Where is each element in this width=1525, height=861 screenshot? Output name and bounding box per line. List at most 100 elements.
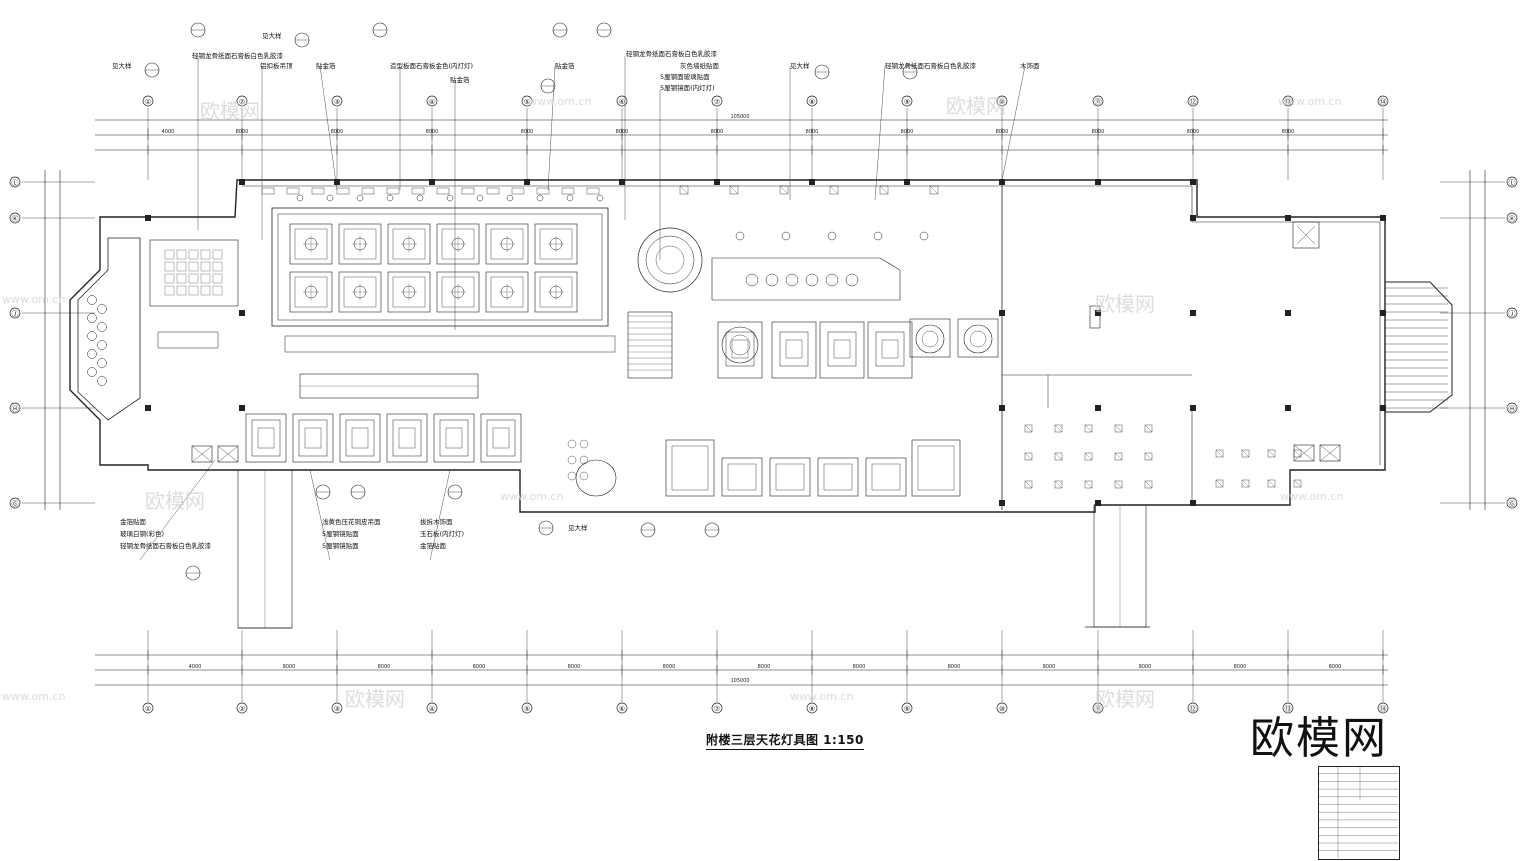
grid-axis-bubble-bottom [1092,702,1104,714]
structural-column [1190,310,1196,316]
structural-column [145,215,151,221]
grille-light [929,185,939,195]
room-ceiling [817,457,859,497]
grille-diag [779,185,789,195]
grille-diag [1114,424,1123,433]
grid-axis-bubble-right [1506,402,1518,414]
ceiling-grid-tile [164,261,175,272]
round-medallion [915,324,945,354]
pendant-light [765,273,779,287]
structural-column [1380,310,1386,316]
room-coffer [823,463,853,491]
column-box [1089,305,1101,329]
structural-column [1190,405,1196,411]
annotation-leader [309,469,331,561]
room-coffer-center [881,339,899,359]
grille-diag [929,185,939,195]
grille-light [1267,449,1276,458]
downlight [566,194,574,202]
annotation-top-2: 铝扣板吊顶 [260,62,293,70]
grille-diag [1215,479,1224,488]
watermark-faint: 欧模网 [145,489,205,513]
watermark-faint: 欧模网 [946,94,1006,118]
vent-grille [411,187,425,195]
grille-light [1293,449,1302,458]
grille-light [1144,480,1153,489]
annotation-bottom-mid-3: 5厘钢镜贴面 [322,542,359,550]
grid-axis-bubble-bottom [806,702,818,714]
round-medallion-inner [969,330,987,348]
downlight [579,455,589,465]
ceiling-grid-tile [212,273,223,284]
structural-column [714,179,720,185]
structural-column [145,405,151,411]
ceiling-grid-tile [164,249,175,260]
ceiling-coffer-inner [294,276,328,308]
grid-axis-bubble-left [9,212,21,224]
structural-column [809,179,815,185]
elevator-x [1296,225,1316,245]
annotation-bottom-left-1: 金箔贴面 [120,518,146,526]
structural-column [524,179,530,185]
ceiling-coffer-inner [392,276,426,308]
grille-diag [1054,480,1063,489]
room-coffer-center [833,339,851,359]
grid-axis-bubble-top [236,95,248,107]
grid-axis-label-top: ⑬ [1285,98,1292,106]
grid-axis-bubble-bottom [711,702,723,714]
pendant-light [845,273,859,287]
pendant-light [785,273,799,287]
ceiling-grid-tile [212,261,223,272]
downlight [386,194,394,202]
grille-light [1084,424,1093,433]
grid-axis-bubble-top [1377,95,1389,107]
grid-axis-label-bottom: ⑧ [809,705,815,713]
annotation-leader [139,459,216,561]
grid-axis-label-bottom: ④ [429,705,435,713]
vent-grille [361,187,375,195]
grille-diag [729,185,739,195]
grille-diag [1024,424,1033,433]
vent-grille [536,187,550,195]
annotation-leader [429,469,451,561]
annotation-top-12: 见大样 [790,62,810,70]
planter [97,358,107,368]
grille-diag [1084,452,1093,461]
ceiling-coffer-inner [294,228,328,260]
room-coffer [871,463,901,491]
ceiling-grid-tile [200,273,211,284]
grid-axis-label-top: ⑪ [1095,98,1102,106]
annotation-top-11: 5厘钢镜面(内灯灯) [660,84,715,92]
grid-axis-label-right: Ⓙ [1509,310,1516,318]
room-coffer [775,463,805,491]
ceiling-grid-tile [200,249,211,260]
structural-column [1190,215,1196,221]
square-room [909,318,951,358]
annotation-top-10: 5厘钢面玻璃贴面 [660,73,710,81]
round-coffer-inner [729,334,751,356]
dimension-total-top: 105000 [730,114,749,120]
watermark-faint: 欧模网 [200,99,260,123]
planter [97,376,107,386]
planter [87,295,97,305]
annotation-top-3: 见大样 [262,32,282,40]
elevator-x [191,445,213,463]
annotation-top-6: 贴金箔 [450,76,470,84]
ceiling-grid-tile [176,285,187,296]
grid-axis-bubble-bottom [901,702,913,714]
grid-axis-bubble-bottom [236,702,248,714]
room-coffer [486,419,516,457]
grille-light [1241,449,1250,458]
grille-light [1024,452,1033,461]
grille-light [1114,424,1123,433]
grid-axis-label-top: ⑦ [714,98,720,106]
grid-axis-bubble-top [616,95,628,107]
grid-axis-label-top: ④ [429,98,435,106]
grid-axis-bubble-top [142,95,154,107]
room-coffer [917,445,955,491]
annotation-top-14: 木饰面 [1020,62,1040,70]
round-ceiling-feature-core [655,245,685,275]
elevator-x [1293,444,1315,462]
annotation-leader [1001,65,1026,181]
ceiling-coffer [387,223,431,265]
